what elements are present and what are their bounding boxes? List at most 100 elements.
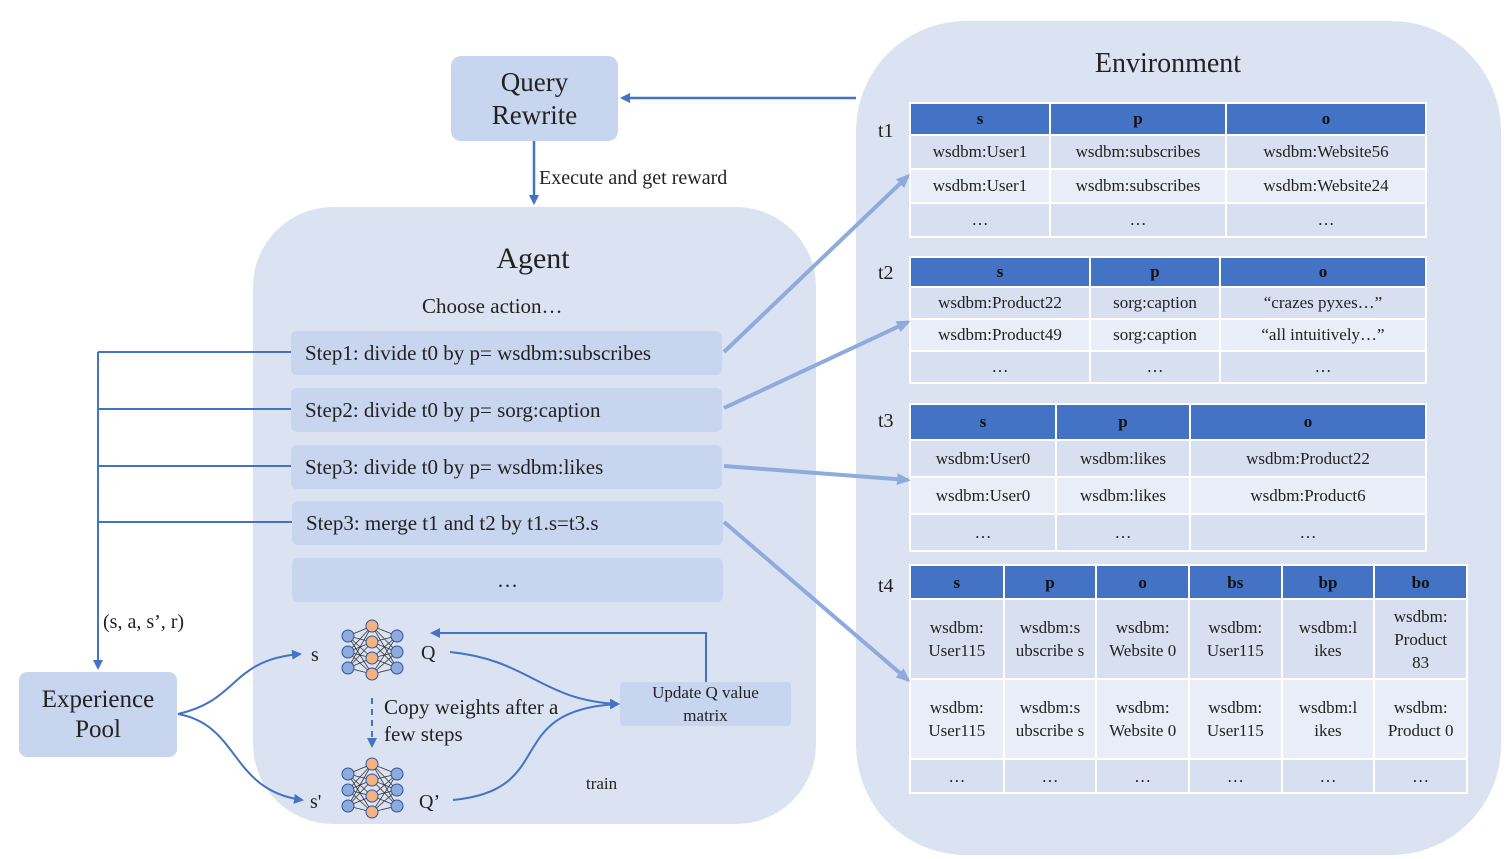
step-to-table-arrows <box>722 173 911 682</box>
table-cell: wsdbm:User0 <box>911 478 1055 513</box>
table-row: … … … <box>911 515 1425 550</box>
environment-title: Environment <box>1094 48 1242 79</box>
header-cell: s <box>911 258 1089 286</box>
table-header-row: s p o <box>911 405 1425 439</box>
table-cell: wsdbm:Product6 <box>1191 478 1425 513</box>
table-cell: … <box>911 760 1003 792</box>
header-cell: bs <box>1189 566 1281 598</box>
t2-label: t2 <box>878 262 894 284</box>
transition-label: (s, a, s’, r) <box>103 611 185 633</box>
table-cell: wsdbm:Website24 <box>1227 170 1425 202</box>
table-cell: wsdbm: Website 0 <box>1097 600 1188 678</box>
table-cell: wsdbm:subscribes <box>1051 136 1225 168</box>
arrow-q-prime-to-update <box>452 699 620 801</box>
arrow-update-to-q <box>430 628 707 682</box>
table-row: wsdbm: User115 wsdbm:s ubscribe s wsdbm:… <box>911 680 1466 758</box>
header-cell: o <box>1191 405 1425 439</box>
choose-action-label: Choose action… <box>422 294 563 318</box>
header-cell: s <box>911 104 1049 134</box>
table-row: wsdbm: User115 wsdbm:s ubscribe s wsdbm:… <box>911 600 1466 678</box>
table-cell: … <box>1189 760 1281 792</box>
agent-title: Agent <box>496 242 570 275</box>
table-cell: “crazes pyxes…” <box>1221 288 1425 318</box>
step-3: Step3: divide t0 by p= wsdbm:likes <box>291 445 722 489</box>
steps-to-pool-bracket <box>93 351 292 670</box>
header-cell: s <box>911 566 1003 598</box>
arrow-q-to-update <box>449 651 620 709</box>
table-cell: … <box>1191 515 1425 550</box>
table-cell: wsdbm:User1 <box>911 136 1049 168</box>
table-cell: wsdbm:s ubscribe s <box>1004 600 1096 678</box>
header-cell: p <box>1091 258 1219 286</box>
header-cell: p <box>1051 104 1225 134</box>
table-cell: … <box>911 204 1049 236</box>
table-cell: … <box>1227 204 1425 236</box>
table-cell: wsdbm:Product49 <box>911 320 1089 350</box>
update-q-label: Update Q value matrix <box>652 683 759 725</box>
t4-label: t4 <box>878 575 894 597</box>
s-prime-label: s' <box>310 791 322 813</box>
step-1: Step1: divide t0 by p= wsdbm:subscribes <box>291 331 722 375</box>
copy-weights-label: Copy weights after a few steps <box>384 695 559 746</box>
table-cell: wsdbm:likes <box>1057 441 1189 476</box>
q-prime-label: Q’ <box>419 791 441 813</box>
header-cell: p <box>1004 566 1096 598</box>
table-row: … … … <box>911 204 1425 236</box>
header-cell: bp <box>1282 566 1374 598</box>
header-cell: bo <box>1375 566 1466 598</box>
arrow-pool-to-s <box>177 649 302 715</box>
table-row: wsdbm:User1 wsdbm:subscribes wsdbm:Websi… <box>911 170 1425 202</box>
table-cell: wsdbm:l ikes <box>1282 680 1374 758</box>
table-cell: wsdbm:Website56 <box>1227 136 1425 168</box>
table-t2: s p o wsdbm:Product22 sorg:caption “craz… <box>909 256 1427 384</box>
query-rewrite-label: Query Rewrite <box>491 66 578 130</box>
header-cell: p <box>1057 405 1189 439</box>
table-cell: … <box>1091 352 1219 382</box>
q-network-icon <box>341 619 404 681</box>
table-cell: sorg:caption <box>1091 288 1219 318</box>
table-cell: wsdbm:User0 <box>911 441 1055 476</box>
table-cell: … <box>1057 515 1189 550</box>
table-cell: … <box>1375 760 1466 792</box>
table-header-row: s p o bs bp bo <box>911 566 1466 598</box>
table-cell: wsdbm: User115 <box>1189 600 1281 678</box>
table-row: wsdbm:User0 wsdbm:likes wsdbm:Product22 <box>911 441 1425 476</box>
table-cell: wsdbm: User115 <box>911 680 1003 758</box>
header-cell: s <box>911 405 1055 439</box>
table-cell: … <box>1282 760 1374 792</box>
step-4: Step3: merge t1 and t2 by t1.s=t3.s <box>292 501 723 545</box>
s-label: s <box>311 644 319 666</box>
table-cell: … <box>911 515 1055 550</box>
table-cell: “all intuitively…” <box>1221 320 1425 350</box>
table-header-row: s p o <box>911 258 1425 286</box>
arrow-pool-to-s-prime <box>177 713 304 804</box>
table-cell: wsdbm:Product22 <box>1191 441 1425 476</box>
table-t1: s p o wsdbm:User1 wsdbm:subscribes wsdbm… <box>909 102 1427 238</box>
table-cell: … <box>911 352 1089 382</box>
train-label: train <box>586 774 618 793</box>
table-row: wsdbm:User0 wsdbm:likes wsdbm:Product6 <box>911 478 1425 513</box>
table-cell: … <box>1097 760 1188 792</box>
table-row: … … … … … … <box>911 760 1466 792</box>
header-cell: o <box>1097 566 1188 598</box>
query-rewrite-box: Query Rewrite <box>451 56 618 141</box>
table-cell: wsdbm: Product 0 <box>1375 680 1466 758</box>
experience-pool-label: Experience Pool <box>41 685 155 743</box>
execute-label: Execute and get reward <box>539 167 728 189</box>
table-row: wsdbm:Product49 sorg:caption “all intuit… <box>911 320 1425 350</box>
table-cell: wsdbm:l ikes <box>1282 600 1374 678</box>
q-prime-network-icon <box>341 757 404 819</box>
t3-label: t3 <box>878 410 894 432</box>
table-header-row: s p o <box>911 104 1425 134</box>
table-cell: … <box>1051 204 1225 236</box>
table-cell: … <box>1221 352 1425 382</box>
table-cell: wsdbm: Website 0 <box>1097 680 1188 758</box>
step-more: … <box>292 558 723 602</box>
table-t4: s p o bs bp bo wsdbm: User115 wsdbm:s ub… <box>909 564 1468 794</box>
table-row: … … … <box>911 352 1425 382</box>
update-q-box: Update Q value matrix <box>620 682 791 726</box>
experience-pool-box: Experience Pool <box>19 672 177 757</box>
table-cell: wsdbm: User115 <box>1189 680 1281 758</box>
q-label: Q <box>421 642 436 664</box>
